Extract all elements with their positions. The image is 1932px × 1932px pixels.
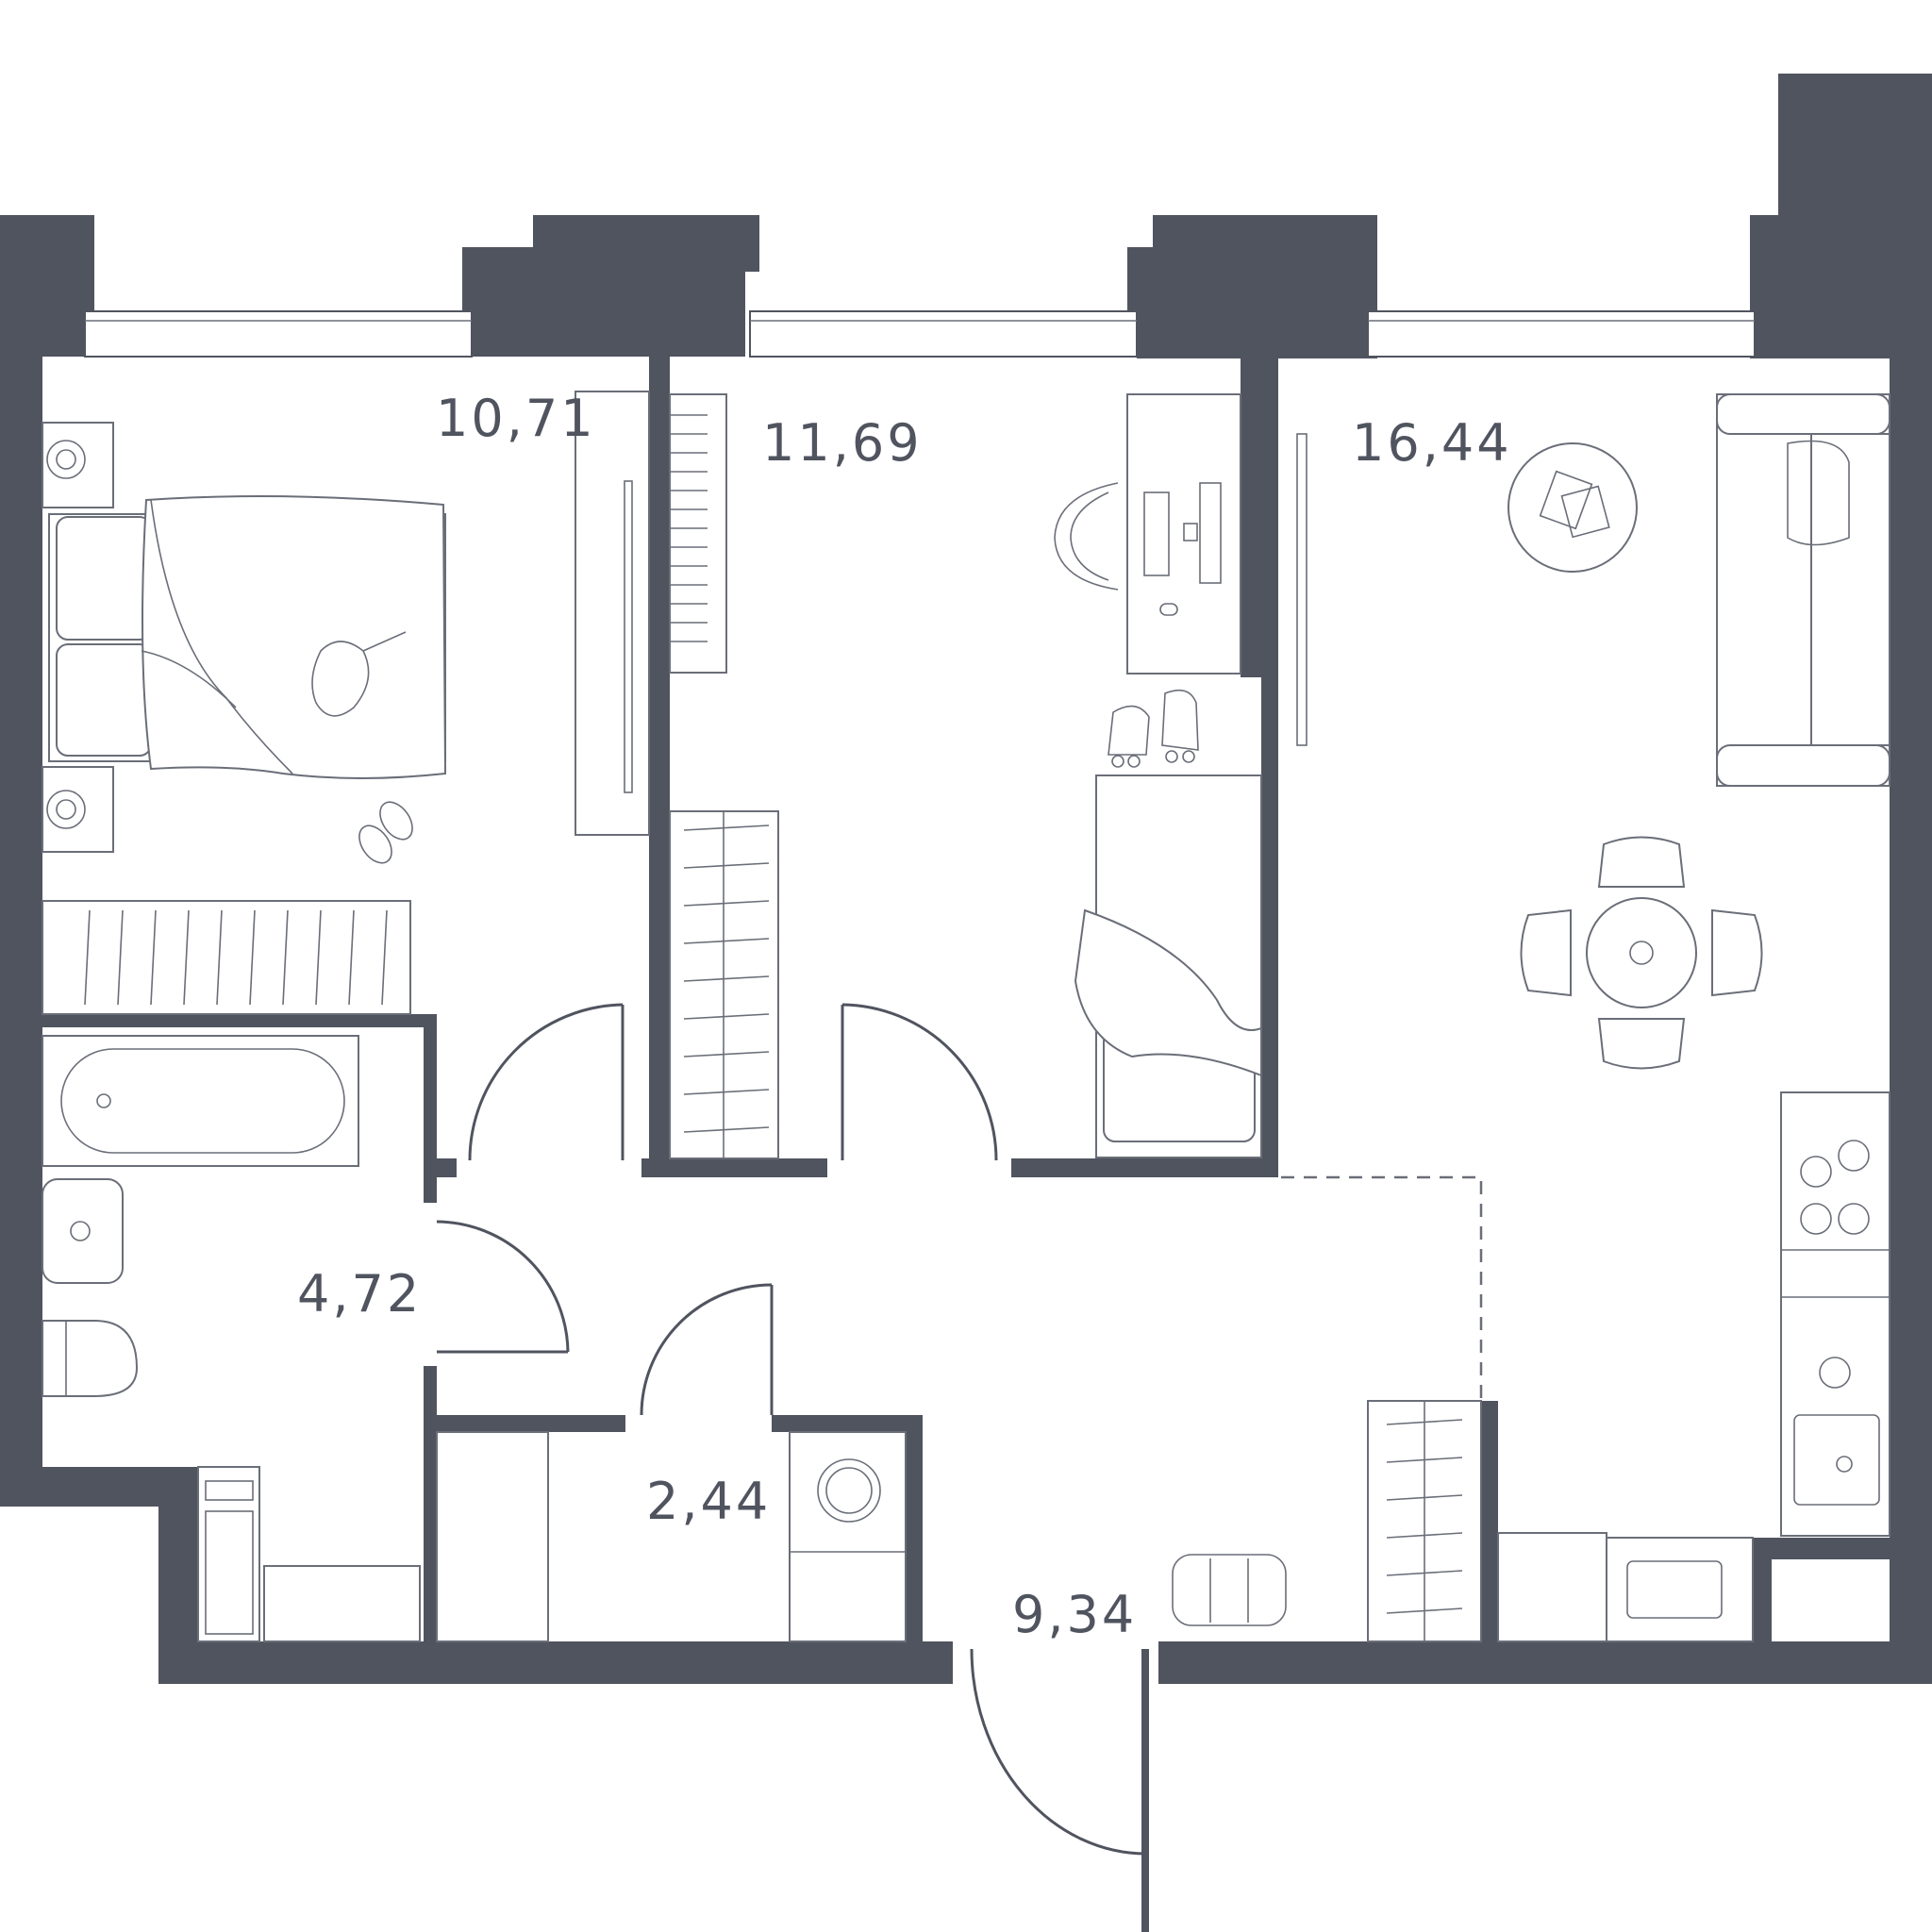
windows (84, 310, 1756, 358)
walls (0, 74, 1932, 1932)
area-labels: 10,71 11,69 16,44 4,72 2,44 9,34 (297, 389, 1512, 1644)
bedroom-1-furniture (42, 391, 650, 1015)
area-label-bedroom-1: 10,71 (436, 389, 596, 448)
area-label-bathroom: 4,72 (297, 1264, 422, 1324)
doors (436, 1003, 1483, 1856)
utility-furniture (436, 1431, 907, 1642)
living-kitchen-furniture (1172, 393, 1890, 1642)
area-label-living-kitchen: 16,44 (1352, 413, 1512, 473)
area-label-hallway: 9,34 (1012, 1585, 1137, 1644)
bedroom-2-furniture (669, 393, 1262, 1159)
area-label-bedroom-2: 11,69 (762, 413, 923, 473)
area-label-utility-room: 2,44 (646, 1472, 771, 1531)
bathroom-furniture (42, 1035, 421, 1642)
